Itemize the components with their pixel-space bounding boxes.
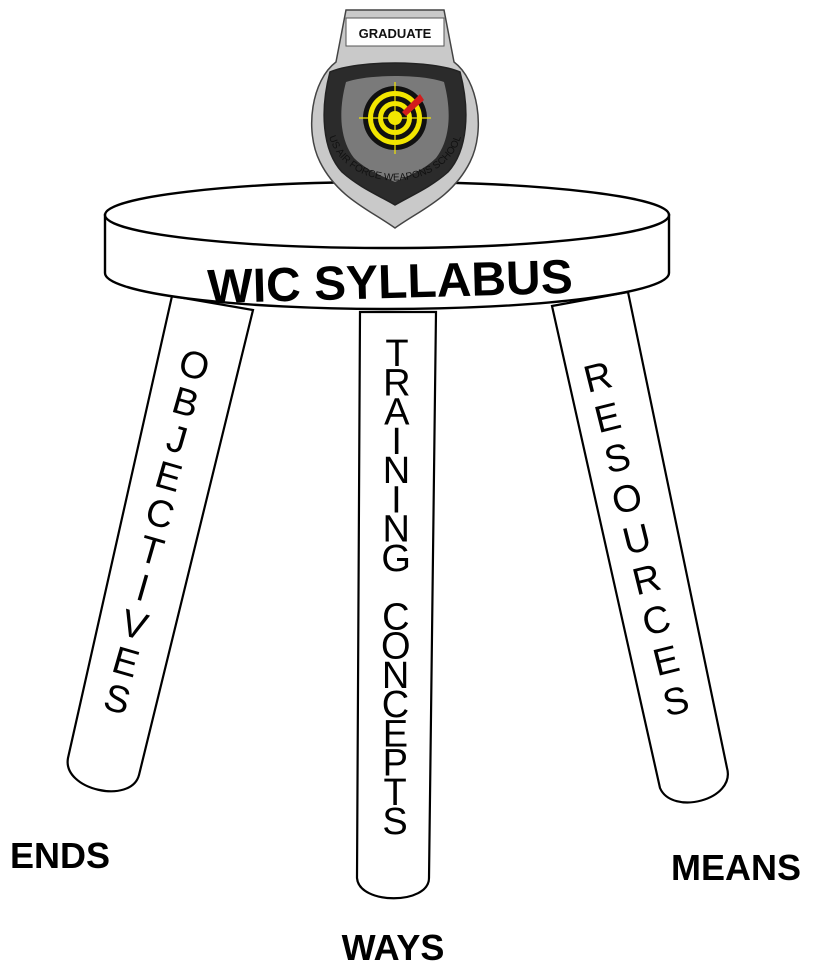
means-label: MEANS bbox=[671, 847, 801, 888]
badge-top-label: GRADUATE bbox=[359, 26, 432, 41]
ends-label: ENDS bbox=[10, 835, 110, 876]
ways-label: WAYS bbox=[342, 927, 445, 967]
seat-title: WIC SYLLABUS bbox=[207, 251, 574, 314]
leg-letter: G bbox=[381, 538, 411, 580]
leg-letter: S bbox=[382, 801, 407, 843]
